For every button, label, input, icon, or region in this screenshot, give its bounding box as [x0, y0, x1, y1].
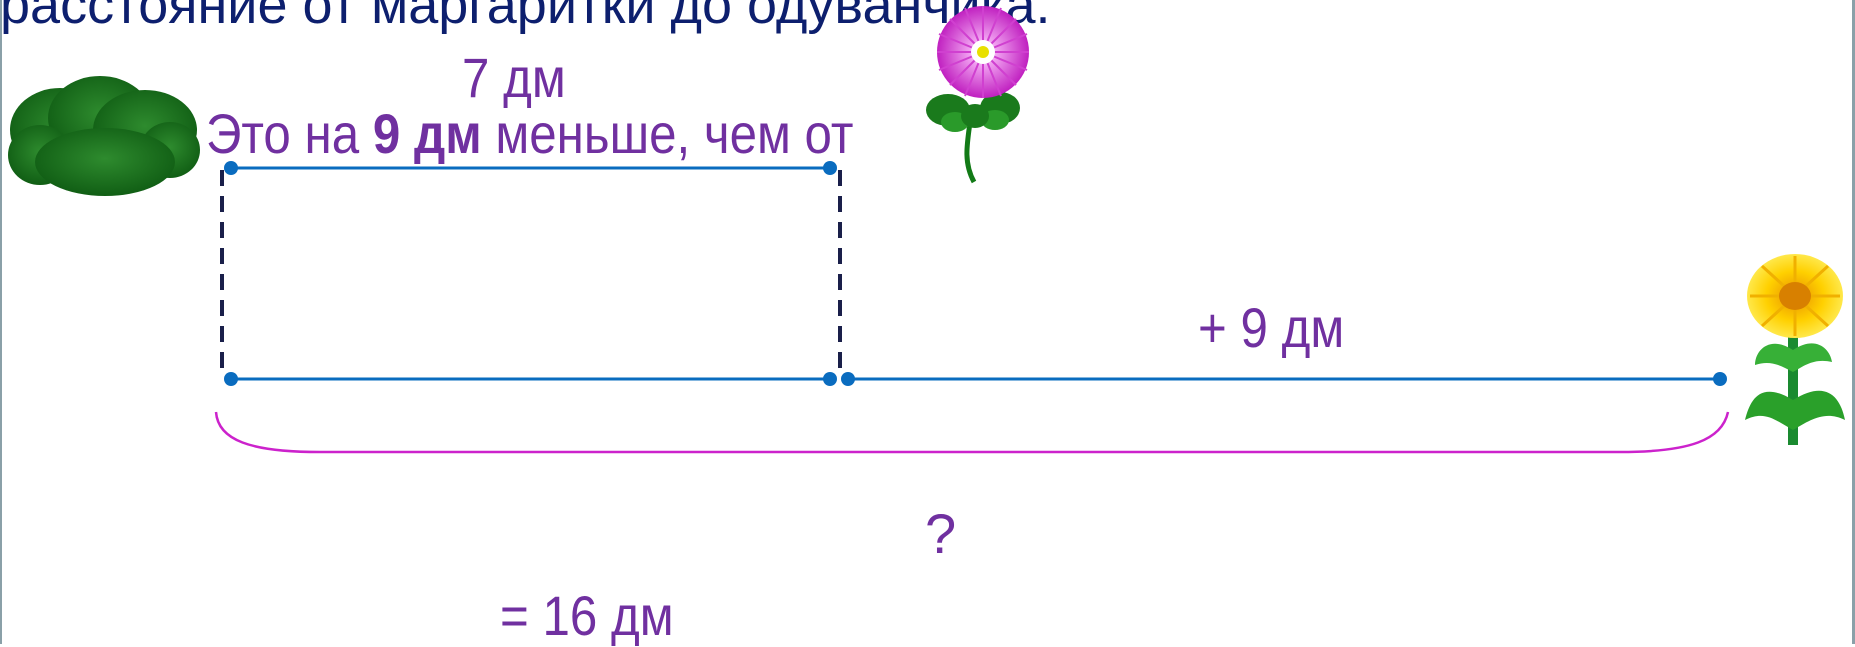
total-brace: [214, 411, 1730, 454]
sentence-prefix: Это на: [206, 102, 373, 165]
sentence-suffix: меньше, чем от: [481, 102, 854, 165]
plus-nine-label: + 9 дм: [1198, 296, 1345, 359]
bottom-end-dot: [1713, 372, 1727, 386]
bottom-mid-dot-right: [841, 372, 855, 386]
segment-length-label: 7 дм: [462, 46, 566, 109]
daisy-flower-icon: [926, 6, 1029, 184]
sentence-bold: 9 дм: [372, 102, 482, 165]
bottom-mid-dot-left: [823, 372, 837, 386]
comparison-sentence: Это на 9 дм меньше, чем от: [206, 106, 853, 162]
bush-icon: [8, 76, 200, 196]
question-mark: ?: [925, 502, 957, 565]
top-segment-start-dot: [224, 161, 238, 175]
heading-text: расстояние от маргаритки до одуванчика.: [0, 0, 1051, 35]
slide-right-edge: [1852, 0, 1855, 644]
dandelion-flower-icon: [1745, 254, 1845, 445]
answer-text: = 16 дм: [500, 584, 674, 647]
slide-left-edge: [0, 0, 2, 644]
top-segment-end-dot: [823, 161, 837, 175]
bottom-start-dot: [224, 372, 238, 386]
